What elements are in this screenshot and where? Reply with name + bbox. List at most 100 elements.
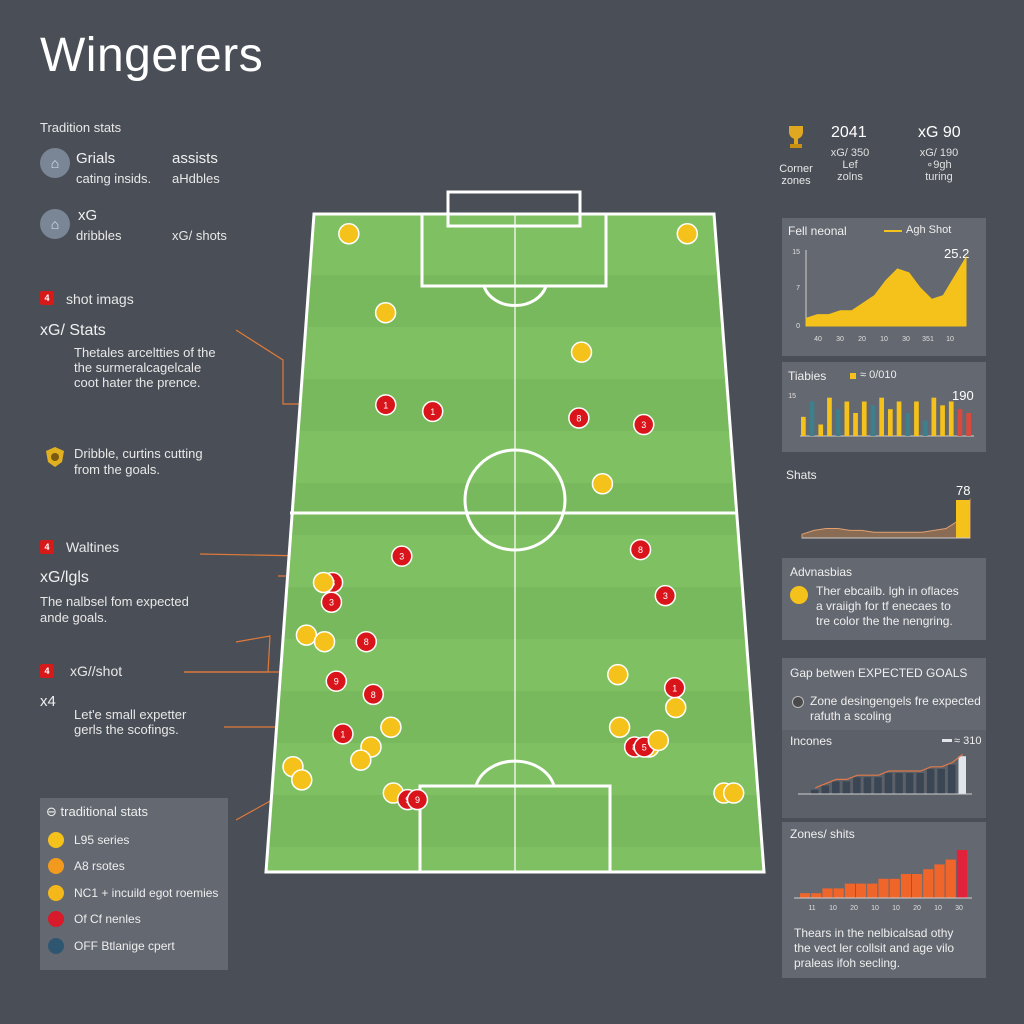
x-tick-label: 10 <box>934 905 942 912</box>
x-tick-label: 11 <box>808 905 815 912</box>
legend-item: Of Cf nenles <box>48 911 141 927</box>
bar <box>842 781 851 794</box>
shot-marker-yellow <box>295 624 318 646</box>
section-header: Tradition stats <box>40 120 122 135</box>
dribble-text: Dribble, curtins cutting from the goals. <box>74 446 203 477</box>
panel-title: Advnasbias <box>790 565 853 579</box>
legend-dot <box>48 911 64 927</box>
info-panel-advnasbias: Advnasbias Ther ebcailb. lgh in oflaces … <box>782 558 986 640</box>
waltines-label: Waltines <box>66 539 120 555</box>
bar <box>937 768 945 794</box>
legend-item: L95 series <box>48 832 129 848</box>
panel-text: Ther ebcailb. lgh in oflaces a vraiigh f… <box>816 584 959 628</box>
bar <box>879 397 884 436</box>
home-icon: ⌂ <box>40 148 70 178</box>
bar <box>833 888 844 898</box>
bar <box>947 764 956 794</box>
bar <box>863 777 872 794</box>
chart-panel-tiabies: Tiabies ≈ 0/010 190 15 <box>782 362 986 452</box>
bar <box>832 781 840 794</box>
bar <box>914 401 919 436</box>
page-title: Wingerers <box>40 29 264 82</box>
panel-title: Fell neonal <box>788 224 847 238</box>
stat-sub-b: aHdbles <box>172 171 220 186</box>
shot-marker-number: 3 <box>329 598 334 608</box>
shield-icon <box>44 446 66 468</box>
bar <box>811 789 819 794</box>
bar <box>895 773 903 794</box>
legend-dot <box>48 885 64 901</box>
shot-marker-yellow <box>722 782 745 804</box>
bar <box>966 413 971 436</box>
bar <box>957 409 963 436</box>
info-panel-gap: Gap betwen EXPECTED GOALS Zone desingeng… <box>782 658 986 818</box>
shot-maps-badge: 4 <box>40 291 54 305</box>
bar <box>884 773 893 794</box>
stat-value-2: xG 90 <box>918 124 961 141</box>
shot-marker-yellow <box>676 222 699 245</box>
trend-line <box>815 753 964 789</box>
stat-sub-2: xG/ 190 ∘9gh turing <box>919 147 959 183</box>
stat-xg-label: xG <box>78 207 98 224</box>
bar <box>905 773 914 794</box>
bar <box>822 888 833 898</box>
xg-lgls-heading: xG/lgls <box>40 569 89 586</box>
bar <box>856 883 867 898</box>
bar <box>811 893 822 898</box>
shot-marker-number: 1 <box>383 400 388 410</box>
x-tick-label: 30 <box>902 336 910 343</box>
x-tick-label: 20 <box>850 905 858 912</box>
shot-marker-red <box>421 400 444 423</box>
panel-text: Zone desingengels fre expected rafuth a … <box>810 694 981 723</box>
x-tick-label: 351 <box>922 336 934 343</box>
dot-icon <box>792 696 804 708</box>
bar <box>870 405 876 436</box>
shot-marker-yellow <box>374 301 397 324</box>
shot-marker-yellow <box>312 571 335 594</box>
bar <box>809 401 815 436</box>
shot-marker-number: 8 <box>638 545 643 555</box>
bar <box>878 878 889 898</box>
y-tick-label: 15 <box>792 249 800 256</box>
shot-marker-number: 8 <box>371 690 376 700</box>
shot-marker-red <box>325 670 348 692</box>
x4-text: Let'e small expetter gerls the scofings. <box>74 707 187 737</box>
legend-label: Agh Shot <box>906 224 952 236</box>
shot-marker-number: 1 <box>672 683 677 693</box>
bar <box>801 416 806 436</box>
trophy-caption: Corner zones <box>779 163 813 187</box>
bar <box>800 893 811 898</box>
shot-marker-number: 1 <box>340 729 345 739</box>
shot-marker-yellow <box>291 769 313 791</box>
shot-marker-red <box>391 545 413 567</box>
shot-marker-yellow <box>591 473 614 495</box>
x-tick-label: 10 <box>892 905 900 912</box>
bar <box>931 397 937 436</box>
shot-marker-number: 3 <box>399 552 404 562</box>
shot-maps-label: shot imags <box>66 291 134 307</box>
legend-swatch <box>942 739 952 742</box>
yellow-dot-icon <box>790 586 808 604</box>
bar <box>827 397 832 436</box>
circle-icon: ⊖ <box>46 804 57 819</box>
legend-label: ≈ 310 <box>954 735 982 747</box>
x-tick-label: 10 <box>946 336 954 343</box>
shot-marker-red <box>654 584 677 607</box>
panel-title: Shats <box>786 468 817 482</box>
shot-marker-red <box>362 683 385 706</box>
area-series <box>805 255 967 327</box>
bar <box>948 401 954 436</box>
stat-xg-shots-label: xG/ shots <box>172 228 227 243</box>
bar <box>853 777 861 794</box>
xg-shot-badge: 4 <box>40 664 54 678</box>
shot-marker-red <box>355 630 378 653</box>
legend-item: A8 rsotes <box>48 858 125 874</box>
legend-dot <box>48 938 64 954</box>
bar <box>844 883 855 898</box>
shot-marker-red <box>568 407 590 429</box>
x-tick-label: 20 <box>858 336 866 343</box>
panel-title: Tiabies <box>788 369 827 383</box>
bar <box>912 874 923 898</box>
bar <box>867 883 878 898</box>
